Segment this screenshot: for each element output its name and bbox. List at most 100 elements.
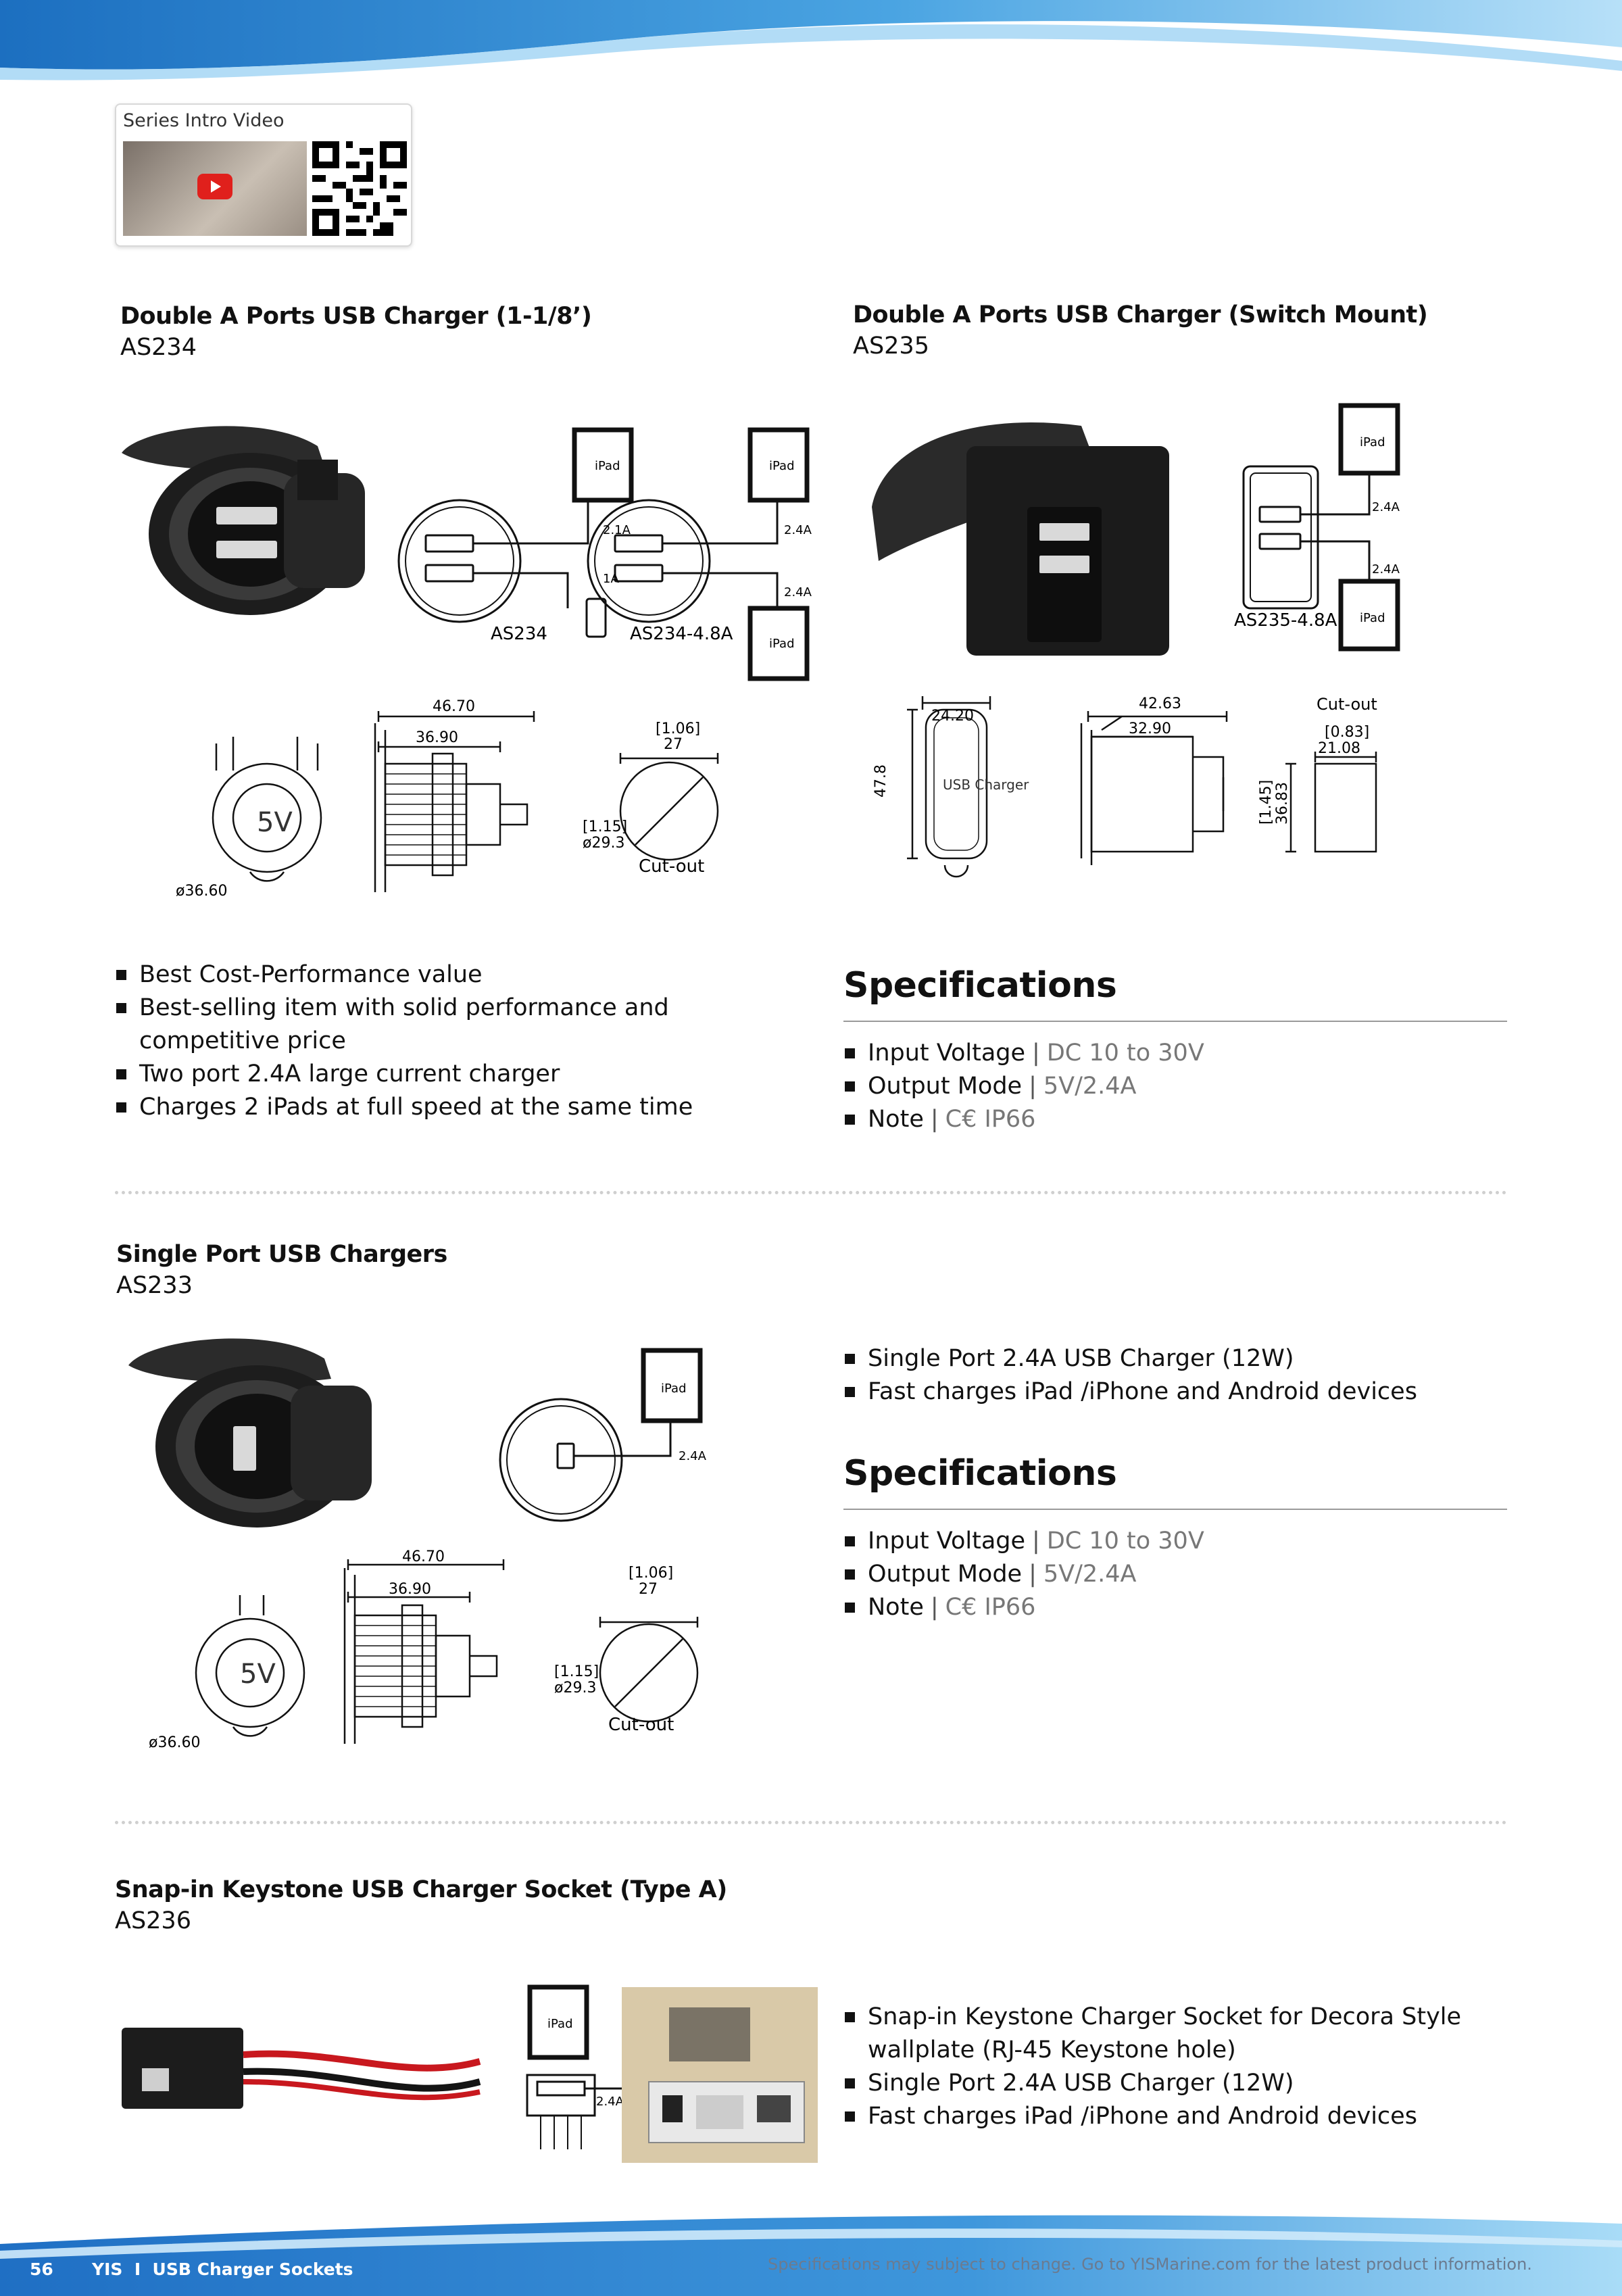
as234-feature-item: Best Cost-Performance value <box>115 958 723 992</box>
section-divider-2 <box>115 1821 1507 1824</box>
product-code-as233: AS233 <box>116 1272 193 1299</box>
as235-cutout-label: Cut-out <box>1317 695 1377 714</box>
as235-amp-1: 2.4A <box>1372 500 1400 514</box>
as234-dim-3: ø36.60 <box>176 883 227 900</box>
ipad-label-1: iPad <box>595 459 620 473</box>
as235-face-label: USB Charger <box>943 777 1029 793</box>
as236-feature-item: Fast charges iPad /iPhone and Android de… <box>843 2100 1492 2133</box>
spec-value: DC 10 to 30V <box>1046 1040 1204 1067</box>
header-wave-banner <box>0 0 1622 80</box>
spec-item: Input Voltage|DC 10 to 30V <box>843 1037 1204 1070</box>
spec-label: Output Mode <box>868 1561 1023 1588</box>
spec-separator: | <box>1029 1561 1037 1588</box>
product-code-as235: AS235 <box>853 333 929 360</box>
as234-technical-drawing <box>212 711 719 892</box>
spec-separator: | <box>930 1594 939 1621</box>
as233-feature-item: Fast charges iPad /iPhone and Android de… <box>843 1375 1492 1409</box>
ipad-label-4: iPad <box>1360 435 1385 449</box>
spec-label: Note <box>868 1106 924 1133</box>
as234-feature-list: Best Cost-Performance value Best-selling… <box>115 958 723 1124</box>
as234-model-label: AS234 <box>491 624 547 644</box>
as233-charger-photo <box>128 1338 372 1528</box>
ipad-label-7: iPad <box>547 2017 573 2031</box>
as235-spec-divider <box>843 1021 1507 1022</box>
spec-label: Input Voltage <box>868 1528 1026 1555</box>
spec-item: Output Mode|5V/2.4A <box>843 1558 1204 1591</box>
as235-dim-7: [0.83] <box>1325 724 1369 741</box>
as233-spec-list: Input Voltage|DC 10 to 30V Output Mode|5… <box>843 1525 1204 1624</box>
as236-feature-item: Snap-in Keystone Charger Socket for Deco… <box>843 2001 1492 2067</box>
footer-section-label: YIS I USB Charger Sockets <box>92 2260 353 2279</box>
as234-amp-3: 2.4A <box>784 523 812 537</box>
spec-separator: | <box>1032 1040 1040 1067</box>
as234-dim-5: 27 <box>664 736 683 753</box>
spec-value: C€ IP66 <box>945 1106 1036 1133</box>
product-title-as236: Snap-in Keystone USB Charger Socket (Typ… <box>115 1876 727 1903</box>
spec-item: Output Mode|5V/2.4A <box>843 1070 1204 1103</box>
spec-value: 5V/2.4A <box>1043 1073 1137 1100</box>
product-title-as234: Double A Ports USB Charger (1-1/8’) <box>120 303 592 330</box>
play-icon[interactable] <box>197 174 232 199</box>
as233-product-figure: iPad 2.4A 5V 46.70 36.90 ø36.60 [1.06] 2… <box>128 1338 707 1751</box>
spec-label: Note <box>868 1594 924 1621</box>
qr-code-icon[interactable] <box>312 141 407 236</box>
as235-dim-8: 21.08 <box>1318 740 1360 757</box>
spec-item: Input Voltage|DC 10 to 30V <box>843 1525 1204 1558</box>
as234-dim-4: [1.06] <box>656 720 700 737</box>
as235-model-label: AS235-4.8A <box>1234 610 1337 631</box>
as236-amp-1: 2.4A <box>596 2095 624 2109</box>
as233-dim-1: 46.70 <box>402 1548 445 1565</box>
spec-item: Note|C€ IP66 <box>843 1591 1204 1624</box>
as234-feature-item: Two port 2.4A large current charger <box>115 1058 723 1091</box>
as234-4-8a-model-label: AS234-4.8A <box>630 624 733 644</box>
as233-amp-1: 2.4A <box>679 1449 707 1463</box>
page-number: 56 <box>30 2260 53 2279</box>
product-code-as234: AS234 <box>120 334 197 361</box>
as235-spec-list: Input Voltage|DC 10 to 30V Output Mode|5… <box>843 1037 1204 1136</box>
as235-dim-2: 42.63 <box>1139 695 1181 712</box>
spec-label: Output Mode <box>868 1073 1023 1100</box>
spec-value: DC 10 to 30V <box>1046 1528 1204 1555</box>
as233-dim-6: [1.15] <box>554 1663 599 1680</box>
product-title-as235: Double A Ports USB Charger (Switch Mount… <box>853 301 1428 328</box>
ipad-label-5: iPad <box>1360 611 1385 625</box>
as235-dim-1: 24.20 <box>931 708 974 725</box>
product-code-as236: AS236 <box>115 1907 191 1934</box>
as234-face-voltage: 5V <box>257 807 293 838</box>
as236-port-diagram <box>526 1984 624 2149</box>
as233-dim-7: ø29.3 <box>554 1680 596 1696</box>
as234-4-8a-port-diagram <box>587 427 810 681</box>
intro-video-card[interactable]: Series Intro Video <box>115 103 412 247</box>
as233-feature-list: Single Port 2.4A USB Charger (12W) Fast … <box>843 1342 1492 1409</box>
spec-separator: | <box>930 1106 939 1133</box>
as233-spec-title: Specifications <box>843 1453 1117 1494</box>
as234-product-figure: iPad iPad iPad 2.1A 1A 2.4A 2.4A AS234 A… <box>122 426 812 900</box>
as236-feature-list: Snap-in Keystone Charger Socket for Deco… <box>843 2001 1492 2133</box>
spec-separator: | <box>1032 1528 1040 1555</box>
as234-dim-1: 46.70 <box>433 698 475 715</box>
as235-technical-drawing <box>907 696 1377 878</box>
as234-port-diagram <box>397 427 634 638</box>
as235-product-figure: iPad iPad 2.4A 2.4A AS235-4.8A USB Charg… <box>872 403 1400 878</box>
as233-dim-2: 36.90 <box>389 1581 431 1598</box>
as236-wallplate-photo <box>622 1987 818 2163</box>
as234-amp-1: 2.1A <box>603 523 631 537</box>
footer-wave-banner <box>0 2215 1622 2296</box>
as233-face-voltage: 5V <box>240 1659 276 1690</box>
spec-separator: | <box>1029 1073 1037 1100</box>
spec-value: 5V/2.4A <box>1043 1561 1137 1588</box>
section-divider-1 <box>115 1191 1507 1194</box>
spec-label: Input Voltage <box>868 1040 1026 1067</box>
spec-value: C€ IP66 <box>945 1594 1036 1621</box>
as234-amp-4: 2.4A <box>784 585 812 600</box>
product-title-as233: Single Port USB Chargers <box>116 1241 447 1268</box>
video-thumbnail[interactable] <box>123 141 307 236</box>
as233-dim-5: 27 <box>639 1581 658 1598</box>
as236-product-figure: iPad 2.4A <box>122 1984 818 2163</box>
as236-feature-item: Single Port 2.4A USB Charger (12W) <box>843 2067 1492 2100</box>
as234-feature-item: Best-selling item with solid performance… <box>115 992 723 1058</box>
as234-amp-2: 1A <box>603 572 619 586</box>
intro-video-label: Series Intro Video <box>123 110 285 131</box>
as233-spec-divider <box>843 1509 1507 1510</box>
as235-dim-6: 36.83 <box>1274 782 1291 825</box>
